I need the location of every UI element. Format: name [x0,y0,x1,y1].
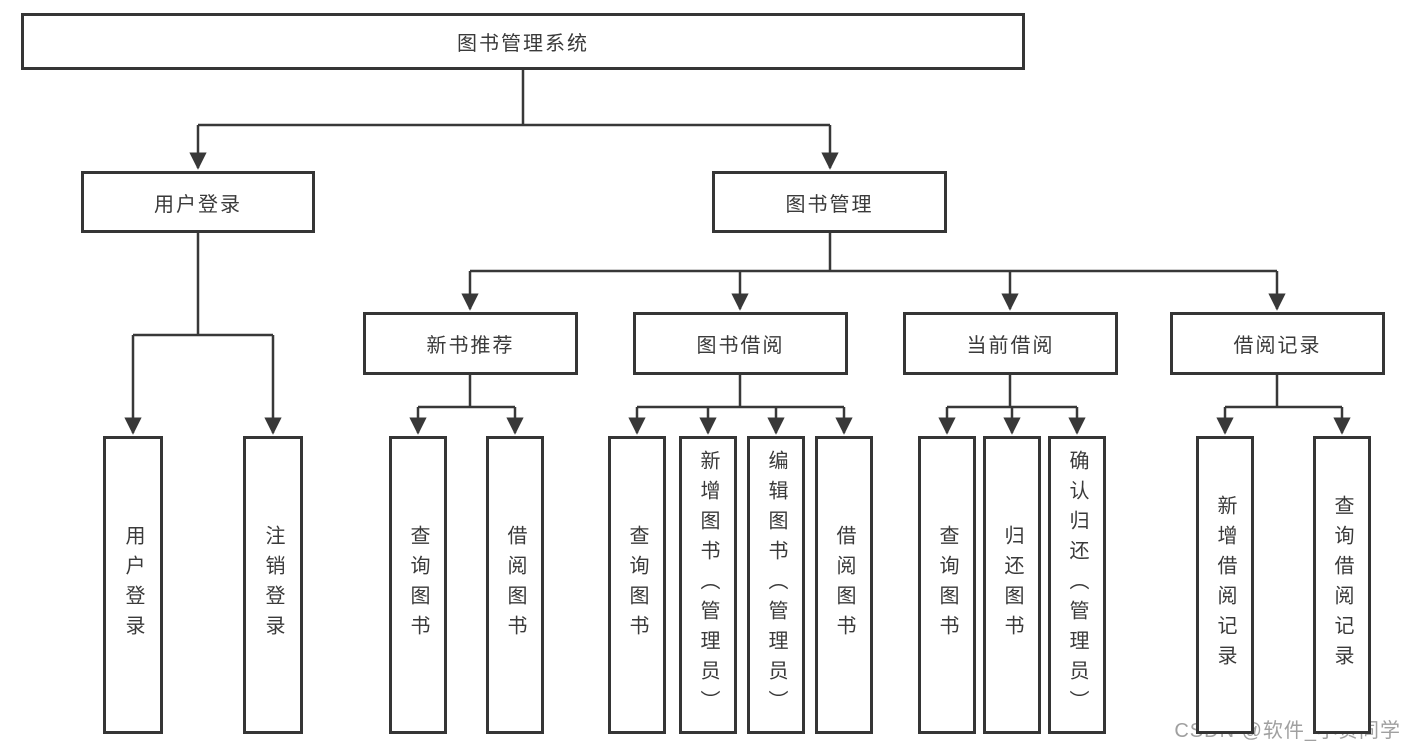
connector-new-book-children [409,375,524,435]
leaf-add-book-admin: 新增图书（管理员） [679,436,737,734]
leaf-user-login-label: 用户登录 [122,525,144,645]
leaf-query-books-current-label: 查询图书 [936,525,958,645]
node-current-borrowing: 当前借阅 [903,312,1118,375]
node-book-borrowing: 图书借阅 [633,312,848,375]
leaf-add-borrow-record-label: 新增借阅记录 [1214,495,1236,675]
leaf-logout: 注销登录 [243,436,303,734]
connector-book-management-children [461,233,1286,311]
leaf-borrow-books-recommend-label: 借阅图书 [504,525,526,645]
leaf-borrow-books: 借阅图书 [815,436,873,734]
leaf-add-book-admin-label: 新增图书（管理员） [697,450,719,720]
connector-current-borrow-children [938,375,1086,435]
leaf-logout-label: 注销登录 [262,525,284,645]
leaf-edit-book-admin-label: 编辑图书（管理员） [765,450,787,720]
leaf-query-books-borrow-label: 查询图书 [626,525,648,645]
leaf-add-borrow-record: 新增借阅记录 [1196,436,1254,734]
leaf-query-books-current: 查询图书 [918,436,976,734]
leaf-confirm-return-admin: 确认归还（管理员） [1048,436,1106,734]
node-borrowing-records: 借阅记录 [1170,312,1385,375]
leaf-query-borrow-record-label: 查询借阅记录 [1331,495,1353,675]
node-book-management: 图书管理 [712,171,947,233]
connector-root-to-level2 [189,69,839,170]
leaf-user-login: 用户登录 [103,436,163,734]
leaf-query-books-recommend: 查询图书 [389,436,447,734]
leaf-return-books: 归还图书 [983,436,1041,734]
connector-user-login-children [124,233,282,435]
node-library-system: 图书管理系统 [21,13,1025,70]
leaf-query-books-recommend-label: 查询图书 [407,525,429,645]
leaf-borrow-books-recommend: 借阅图书 [486,436,544,734]
leaf-confirm-return-admin-label: 确认归还（管理员） [1066,450,1088,720]
node-new-book-recommend: 新书推荐 [363,312,578,375]
leaf-return-books-label: 归还图书 [1001,525,1023,645]
leaf-query-borrow-record: 查询借阅记录 [1313,436,1371,734]
leaf-edit-book-admin: 编辑图书（管理员） [747,436,805,734]
node-user-login: 用户登录 [81,171,315,233]
connector-book-borrow-children [628,375,853,435]
leaf-query-books-borrow: 查询图书 [608,436,666,734]
connector-borrow-records-children [1216,375,1351,435]
leaf-borrow-books-label: 借阅图书 [833,525,855,645]
